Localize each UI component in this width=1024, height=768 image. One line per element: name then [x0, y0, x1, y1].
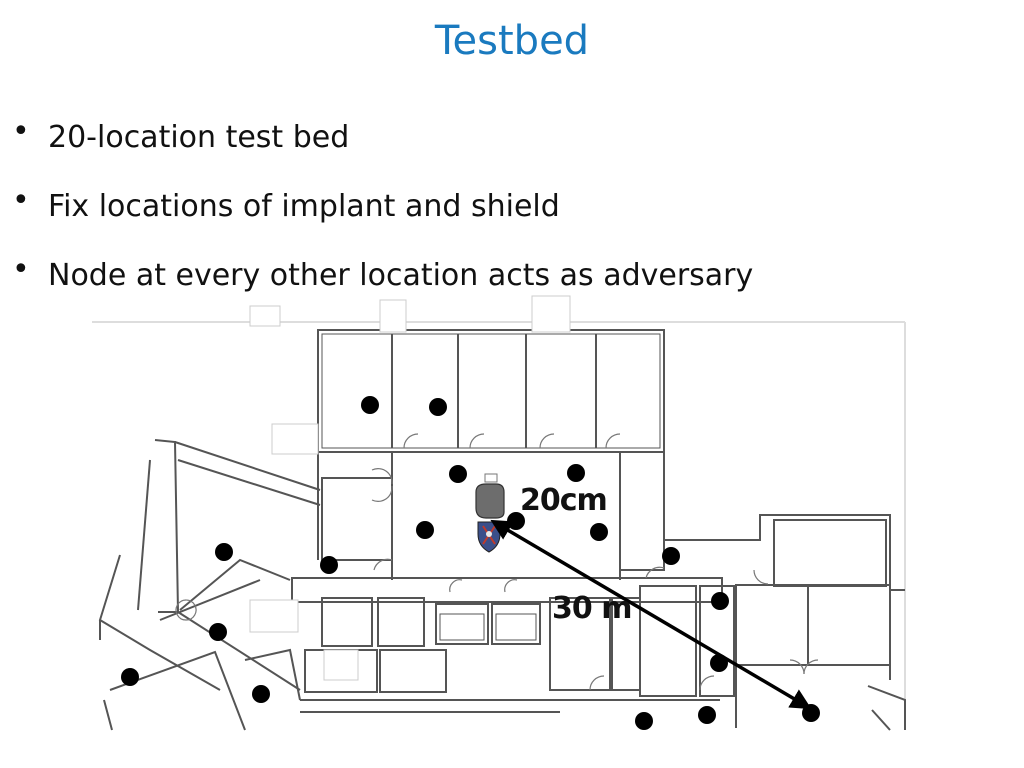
- node-dot: [121, 668, 139, 686]
- bullet-icon: •: [12, 114, 30, 149]
- bullet-text: Node at every other location acts as adv…: [48, 258, 754, 293]
- node-dot: [711, 592, 729, 610]
- node-dot: [215, 543, 233, 561]
- shield-icon: [477, 521, 501, 553]
- floor-plan-diagram: [92, 295, 906, 731]
- slide-title: Testbed: [434, 18, 590, 64]
- bullet-item: • 20-location test bed: [10, 112, 753, 181]
- bullet-icon: •: [12, 252, 30, 287]
- node-dot: [361, 396, 379, 414]
- adversary-distance-label: 30 m: [552, 591, 632, 626]
- bullet-list: • 20-location test bed • Fix locations of …: [10, 112, 753, 319]
- bullet-item: • Node at every other location acts as ad…: [10, 250, 753, 319]
- node-dot: [567, 464, 585, 482]
- node-dot: [662, 547, 680, 565]
- bullet-icon: •: [12, 183, 30, 218]
- node-dot: [590, 523, 608, 541]
- bullet-text: Fix locations of implant and shield: [48, 189, 560, 224]
- implant-device-icon: [475, 473, 505, 519]
- node-dot: [416, 521, 434, 539]
- node-dot: [449, 465, 467, 483]
- shield-distance-label: 20cm: [520, 483, 608, 518]
- node-dot: [252, 685, 270, 703]
- bullet-text: 20-location test bed: [48, 120, 350, 155]
- plan-patches: [249, 295, 571, 681]
- distance-arrow: [490, 519, 812, 710]
- node-dot: [429, 398, 447, 416]
- door-arcs: [175, 433, 819, 691]
- node-dot: [320, 556, 338, 574]
- node-dot: [698, 706, 716, 724]
- node-dot: [635, 712, 653, 730]
- bullet-item: • Fix locations of implant and shield: [10, 181, 753, 250]
- node-dot: [209, 623, 227, 641]
